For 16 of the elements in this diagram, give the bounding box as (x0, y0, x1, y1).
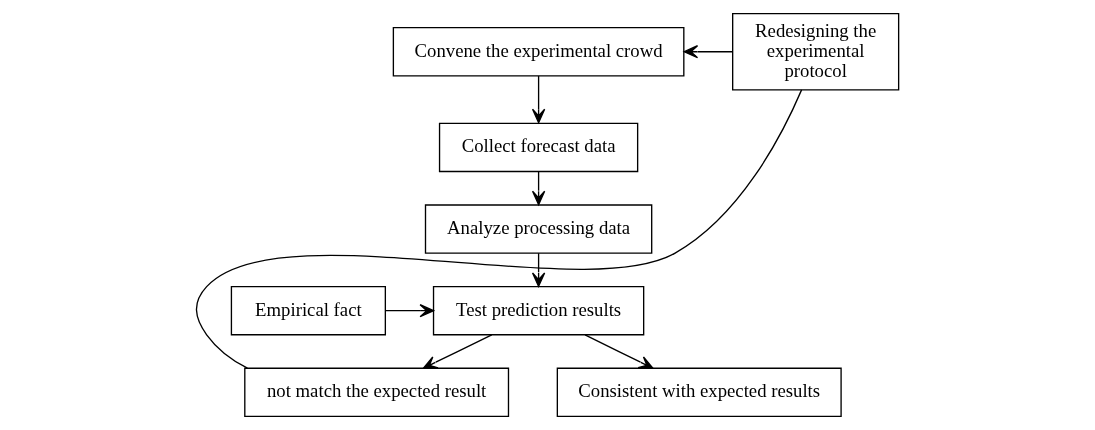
node-box: not match the expected result (244, 367, 510, 418)
arrow (531, 252, 546, 287)
node-box: Test prediction results (432, 285, 645, 336)
node-box: Convene the experimental crowd (392, 26, 685, 77)
arrow (683, 45, 734, 59)
node-box: Collect forecast data (438, 122, 639, 173)
connector (195, 89, 803, 369)
node-box: Redesigning the experimental protocol (732, 12, 900, 91)
arrow (422, 334, 493, 369)
arrow (531, 75, 546, 124)
arrow (584, 334, 654, 369)
arrow (531, 170, 546, 206)
node-box: Analyze processing data (424, 204, 653, 254)
arrow (385, 304, 435, 318)
node-box: Consistent with expected results (556, 367, 842, 418)
node-box: Empirical fact (230, 285, 387, 336)
